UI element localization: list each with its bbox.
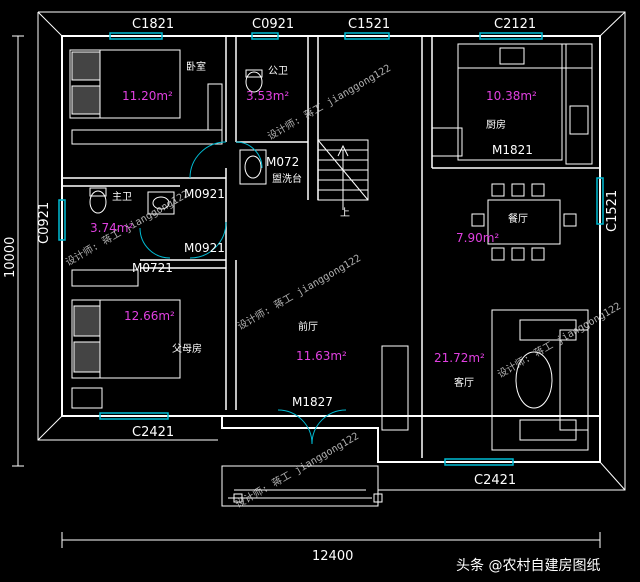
watermark-5: 设计师: 蒋工 jianggong122: [495, 299, 623, 380]
dimension-height: 10000: [3, 237, 18, 278]
room-name-foyer: 前厅: [298, 320, 318, 333]
kitchen-counter: [431, 43, 593, 165]
door-label-m072: M072: [266, 155, 299, 169]
window-label-c1521-right: C1521: [605, 190, 620, 232]
area-dining: 7.90m²: [456, 231, 499, 245]
living-sofa: [381, 309, 589, 451]
door-label-m0721: M0721: [132, 261, 173, 275]
room-name-master-bath: 主卫: [112, 191, 132, 203]
source-credit: 头条 @农村自建房图纸: [456, 557, 600, 574]
room-name-bedroom: 卧室: [186, 60, 206, 73]
window-label-c2421-right: C2421: [474, 473, 516, 488]
stairs: [317, 139, 369, 210]
room-name-parents: 父母房: [172, 342, 202, 355]
area-foyer: 11.63m²: [296, 349, 347, 363]
area-kitchen: 10.38m²: [486, 89, 537, 103]
room-name-kitchen: 厨房: [486, 118, 506, 131]
front-steps: [221, 465, 383, 507]
room-name-dining: 餐厅: [508, 212, 528, 225]
bed-parents: [71, 269, 181, 409]
window-label-c0921-top: C0921: [252, 17, 294, 32]
door-label-m1827: M1827: [292, 395, 333, 409]
area-master-bath: 3.74m²: [90, 221, 133, 235]
windows: [58, 32, 604, 466]
dining-table: [471, 183, 577, 261]
bath-fixtures: [89, 69, 267, 215]
eave-outline: [37, 11, 626, 491]
window-label-c2121: C2121: [494, 17, 536, 32]
exterior-walls: [61, 35, 601, 463]
door-label-m0921-parents: M0921: [184, 241, 225, 255]
room-name-stairs: 上: [340, 207, 350, 219]
area-public-bath: 3.53m²: [246, 89, 289, 103]
area-parents: 12.66m²: [124, 309, 175, 323]
dimension-lines: [12, 35, 601, 548]
watermark-3: 设计师: 蒋工 jianggong122: [235, 251, 363, 332]
window-label-c2421-left: C2421: [132, 425, 174, 440]
room-name-public-bath: 公卫: [268, 66, 288, 77]
window-label-c1521-top: C1521: [348, 17, 390, 32]
bed-bedroom: [69, 49, 223, 145]
door-label-m1821: M1821: [492, 143, 533, 157]
area-bedroom: 11.20m²: [122, 89, 173, 103]
door-swings: [139, 141, 347, 445]
window-label-c1821: C1821: [132, 17, 174, 32]
door-label-m0921-bedroom: M0921: [184, 187, 225, 201]
window-label-c0921-left: C0921: [37, 202, 52, 244]
room-name-washroom: 盥洗台: [272, 172, 302, 185]
dimension-width: 12400: [312, 549, 353, 564]
room-name-living: 客厅: [454, 376, 474, 389]
area-living: 21.72m²: [434, 351, 485, 365]
interior-walls: [62, 36, 600, 458]
